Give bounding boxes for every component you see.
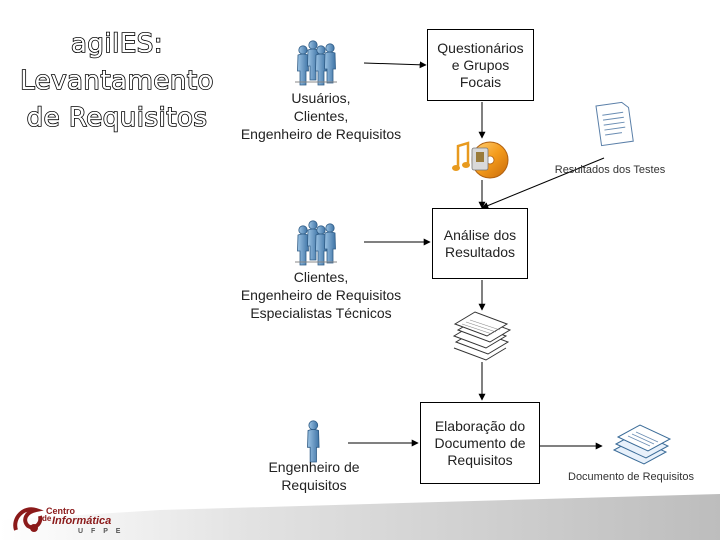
logo-line-3: Informática (52, 515, 112, 527)
elaboration-label: Elaboração do Documento de Requisitos (434, 417, 526, 468)
actor-label-users: Usuários, Clientes, Engenheiro de Requis… (240, 90, 402, 142)
actor-label-engineer: Engenheiro de Requisitos (268, 459, 360, 493)
users-group-icon (295, 40, 337, 86)
paper-stack-icon (452, 311, 512, 361)
footer-band (0, 494, 720, 540)
requirements-document-icon (612, 424, 672, 465)
logo-line-1: Centro (46, 506, 75, 516)
logo-line-4: U F P E (78, 528, 124, 535)
specialists-group-icon (295, 220, 337, 266)
cin-logo-icon (13, 507, 44, 532)
title-line-1: agilES: (70, 28, 164, 60)
media-cd-icon (452, 141, 509, 179)
engineer-icon (307, 420, 320, 463)
analysis-box: Análise dos Resultados (432, 208, 528, 279)
title-line-2: Levantamento (19, 65, 214, 97)
actor-label-specialists: Clientes, Engenheiro de Requisitos Espec… (240, 269, 402, 321)
questionnaires-box: Questionários e Grupos Focais (427, 29, 534, 101)
requirements-document-label: Documento de Requisitos (568, 471, 694, 483)
slide-title: agilES: Levantamento de Requisitos (8, 26, 226, 137)
title-line-3: de Requisitos (26, 102, 208, 134)
elaboration-box: Elaboração do Documento de Requisitos (420, 402, 540, 484)
analysis-label: Análise dos Resultados (443, 226, 517, 260)
arrow-tests-to-analysis (481, 157, 605, 209)
questionnaires-label: Questionários e Grupos Focais (437, 39, 524, 90)
test-results-label: Resultados dos Testes (554, 164, 666, 176)
arrow-users-to-questionnaires (363, 61, 427, 69)
logo-line-2: de (42, 514, 52, 523)
test-results-document-icon (595, 101, 634, 147)
